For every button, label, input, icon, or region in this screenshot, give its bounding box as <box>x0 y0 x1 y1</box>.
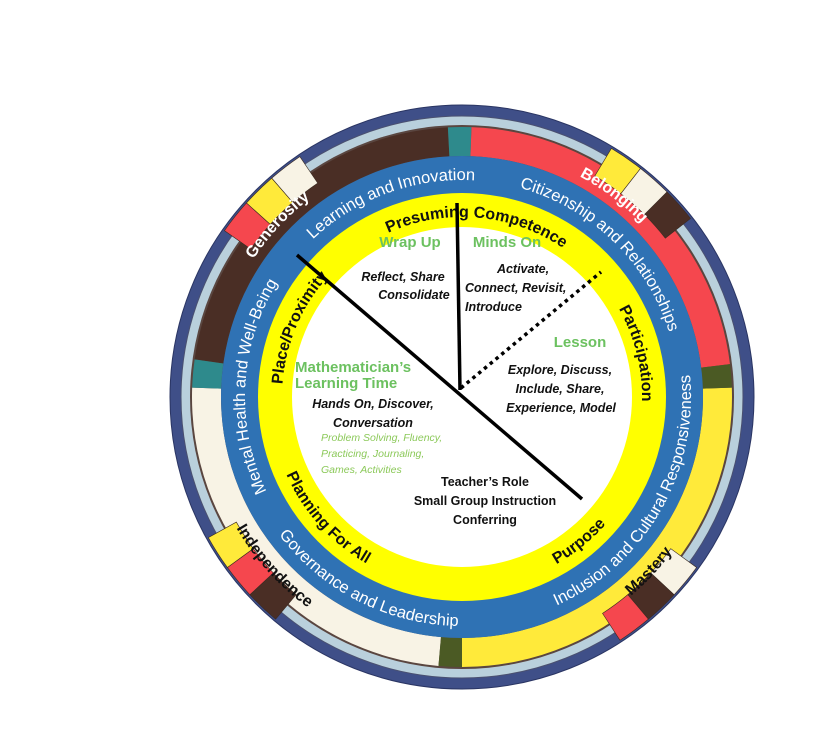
wrap-up-line: Reflect, Share <box>361 270 444 284</box>
value-segment-independence <box>192 387 441 666</box>
value-segment-mastery <box>462 387 732 667</box>
accent-square <box>602 594 649 641</box>
teacher-role-line: Conferring <box>453 513 517 527</box>
lesson-line: Include, Share, <box>516 382 605 396</box>
learning-time-line: Conversation <box>333 416 413 430</box>
phase-lesson-title: Lesson <box>554 334 607 351</box>
divider-diagonal <box>295 253 584 501</box>
accent-square <box>207 521 254 568</box>
lesson-content: Wrap Up Reflect, Share Consolidate Minds… <box>295 234 616 527</box>
lesson-line: Experience, Model <box>506 401 616 415</box>
learning-time-line: Hands On, Discover, <box>312 397 434 411</box>
value-divider-bottom <box>438 637 462 667</box>
value-divider-left <box>192 359 224 389</box>
teacher-role-line: Small Group Instruction <box>414 494 556 508</box>
phase-minds-on-title: Minds On <box>473 234 541 251</box>
learning-time-example: Practicing, Journaling, <box>321 448 424 460</box>
divider-dotted <box>459 270 603 390</box>
minds-on-line: Introduce <box>465 300 522 314</box>
learning-time-example: Problem Solving, Fluency, <box>321 432 442 444</box>
wrap-up-line: Consolidate <box>378 288 450 302</box>
value-divider-right <box>701 364 732 389</box>
phase-learning-time-title: Learning Time <box>295 375 397 392</box>
minds-on-line: Activate, <box>496 262 549 276</box>
phase-learning-time-title: Mathematician’s <box>295 359 411 376</box>
accent-square <box>271 156 319 203</box>
divider-vertical <box>455 202 462 391</box>
lesson-line: Explore, Discuss, <box>508 363 612 377</box>
accent-square <box>644 191 691 239</box>
lesson-dividers <box>295 202 603 501</box>
value-divider-top <box>447 126 472 157</box>
teacher-role-line: Teacher’s Role <box>441 475 529 489</box>
phase-wrap-up-title: Wrap Up <box>379 234 440 251</box>
learning-time-example: Games, Activities <box>321 464 402 476</box>
minds-on-line: Connect, Revisit, <box>465 281 566 295</box>
